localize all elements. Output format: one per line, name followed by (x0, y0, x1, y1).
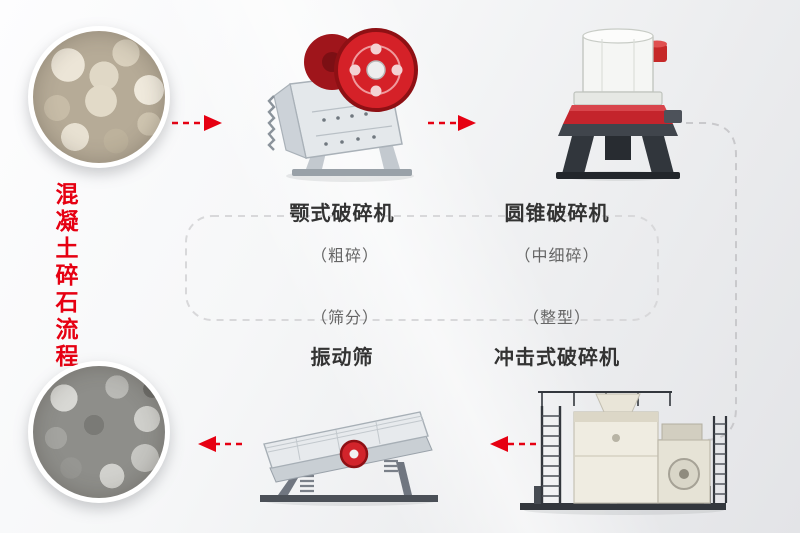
vibrating-screen-image (260, 411, 438, 506)
arrowhead-left-icon (198, 436, 216, 452)
cone-crusher-image (556, 28, 682, 181)
label-cone-stage: （中细碎） (514, 246, 600, 265)
label-cone-crusher: 圆锥破碎机 (504, 201, 610, 225)
page-title: 混凝土碎石流程 (51, 182, 77, 371)
arrow-screen-to-gravel (198, 436, 242, 452)
label-screen-stage: （筛分） (310, 308, 379, 327)
raw-material-photo (28, 26, 170, 168)
center-dashed-frame (185, 215, 659, 321)
arrowhead-right-icon (204, 115, 222, 131)
label-jaw-stage: （粗碎） (310, 246, 379, 265)
arrowhead-right-icon (458, 115, 476, 131)
label-impact-crusher: 冲击式破碎机 (494, 345, 620, 369)
label-impact-stage: （整型） (522, 308, 591, 327)
finished-product-photo (28, 361, 170, 503)
arrowhead-left-icon (490, 436, 508, 452)
arrow-jaw-to-cone (428, 115, 476, 131)
label-jaw-crusher: 颚式破碎机 (289, 201, 395, 225)
impact-crusher-image (520, 391, 728, 515)
label-vibrating-screen: 振动筛 (310, 345, 374, 369)
right-loop-dashed-path (654, 122, 737, 441)
arrow-impact-to-screen (490, 436, 536, 452)
arrow-rubble-to-jaw (172, 115, 222, 131)
jaw-crusher-image (267, 28, 418, 182)
